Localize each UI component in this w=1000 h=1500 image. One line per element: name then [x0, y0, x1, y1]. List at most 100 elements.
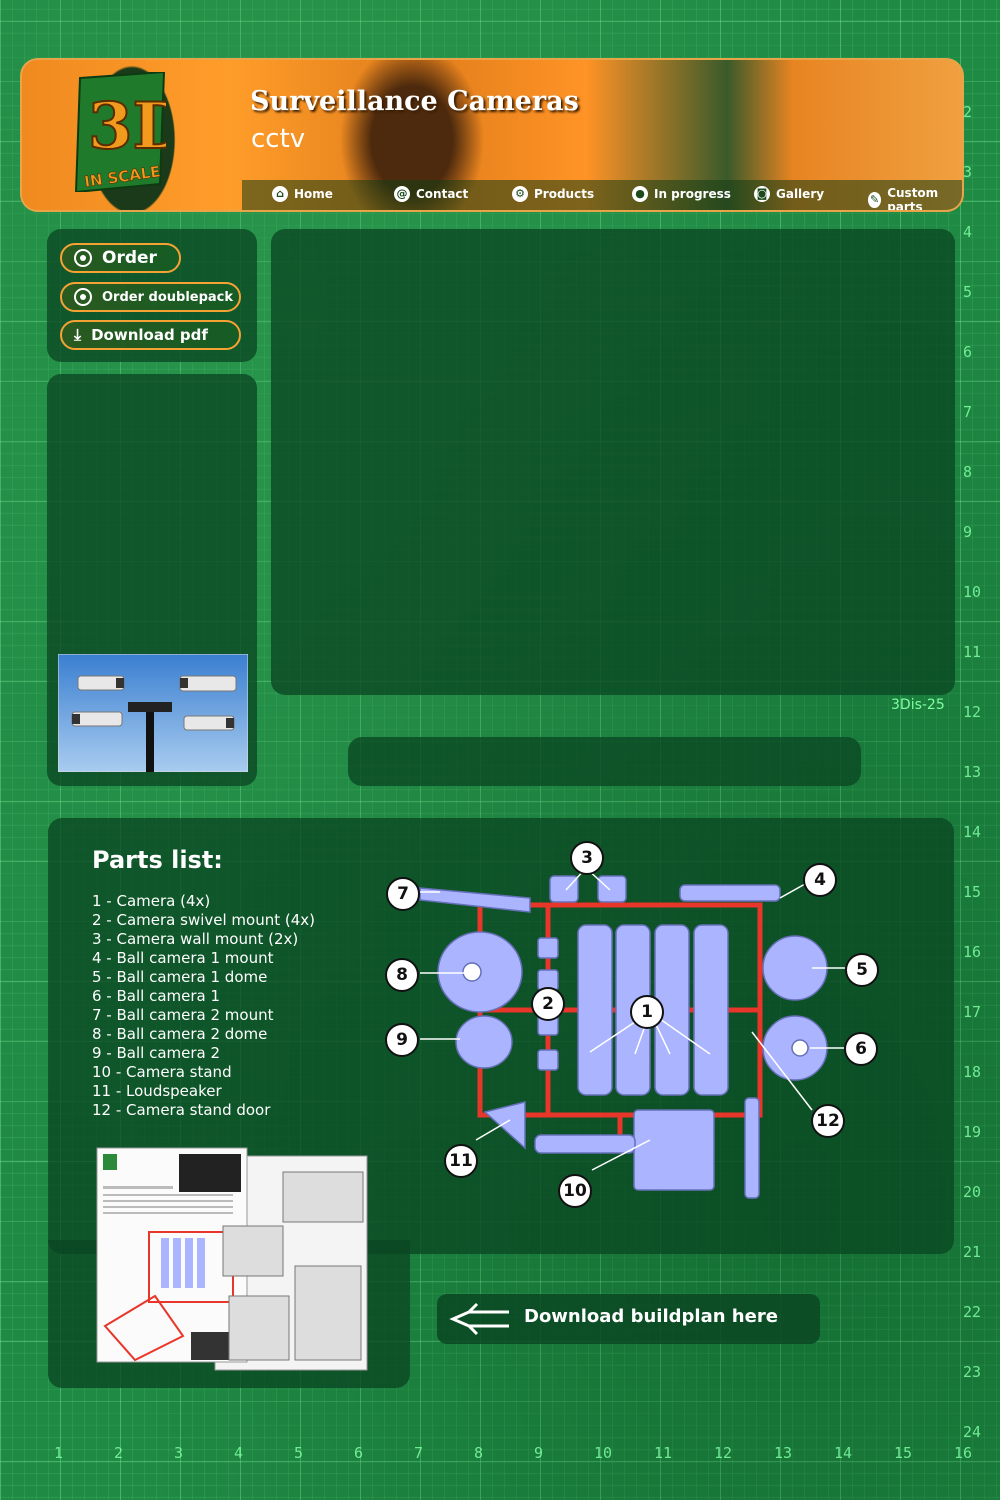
product-code: 3Dis-25: [891, 697, 945, 713]
ruler-bottom-number: 8: [474, 1444, 484, 1462]
ruler-right-number: 17: [963, 1003, 982, 1021]
caption-bar: [348, 737, 861, 786]
nav-products[interactable]: ⚙ Products: [512, 186, 594, 202]
ruler-bottom-number: 7: [414, 1444, 424, 1462]
camera-icon: ◙: [754, 186, 770, 202]
ruler-bottom-number: 3: [174, 1444, 184, 1462]
ruler-bottom-number: 10: [594, 1444, 613, 1462]
ruler-right-number: 8: [963, 463, 973, 481]
callout-10: 10: [558, 1174, 592, 1208]
light-bulb-icon: ●: [632, 186, 648, 202]
callout-3: 3: [570, 841, 604, 875]
wrench-icon: ✎: [868, 192, 882, 208]
download-buildplan-label: Download buildplan here: [524, 1306, 778, 1327]
buildplan-preview-image[interactable]: [95, 1146, 370, 1372]
list-item: 8 - Ball camera 2 dome: [92, 1025, 268, 1043]
ruler-right-number: 9: [963, 523, 973, 541]
download-buildplan-button[interactable]: [437, 1294, 820, 1344]
list-item: 9 - Ball camera 2: [92, 1044, 221, 1062]
list-item: 6 - Ball camera 1: [92, 987, 221, 1005]
header-banner: ⌂ Home @ Contact ⚙ Products ● In progres…: [20, 58, 964, 212]
list-item: 11 - Loudspeaker: [92, 1082, 222, 1100]
page-title: Surveillance Cameras: [250, 86, 579, 117]
ruler-right-number: 24: [963, 1423, 982, 1441]
callout-12: 12: [811, 1104, 845, 1138]
ruler-right-number: 13: [963, 763, 982, 781]
parts-sprue-diagram: [419, 867, 845, 1199]
ruler-right-number: 19: [963, 1123, 982, 1141]
callout-1: 1: [630, 995, 664, 1029]
list-item: 4 - Ball camera 1 mount: [92, 949, 274, 967]
ruler-right-number: 14: [963, 823, 982, 841]
nav-home[interactable]: ⌂ Home: [272, 186, 333, 202]
logo-text-big: 3D: [88, 89, 166, 164]
callout-6: 6: [844, 1032, 878, 1066]
parts-list-title: Parts list:: [92, 846, 223, 874]
nav-custom-parts[interactable]: ✎ Custom parts: [868, 186, 962, 212]
ruler-bottom-number: 5: [294, 1444, 304, 1462]
ruler-bottom-number: 15: [894, 1444, 913, 1462]
nav-contact-label: Contact: [416, 187, 469, 201]
home-icon: ⌂: [272, 186, 288, 202]
ruler-right-number: 6: [963, 343, 973, 361]
nav-home-label: Home: [294, 187, 333, 201]
ruler-right-number: 22: [963, 1303, 982, 1321]
ruler-right-number: 2: [963, 103, 973, 121]
ruler-right-number: 20: [963, 1183, 982, 1201]
sprue-parts: [419, 875, 828, 1199]
ruler-right-number: 11: [963, 643, 982, 661]
at-icon: @: [394, 186, 410, 202]
list-item: 5 - Ball camera 1 dome: [92, 968, 268, 986]
ruler-right-number: 5: [963, 283, 973, 301]
nav-products-label: Products: [534, 187, 595, 201]
order-button[interactable]: Order: [60, 243, 181, 273]
download-pdf-button[interactable]: ⤓ Download pdf: [60, 320, 241, 350]
ruler-bottom-number: 6: [354, 1444, 364, 1462]
callout-4: 4: [803, 863, 837, 897]
nav-custom-parts-label: Custom parts: [887, 186, 939, 212]
nav-gallery[interactable]: ◙ Gallery: [754, 186, 824, 202]
ruler-bottom-number: 1: [54, 1444, 64, 1462]
download-icon: ⤓: [74, 325, 82, 344]
ruler-bottom-number: 4: [234, 1444, 244, 1462]
list-item: 1 - Camera (4x): [92, 892, 211, 910]
ruler-right-number: 16: [963, 943, 982, 961]
target-icon: [74, 249, 92, 267]
ruler-right-number: 15: [963, 883, 982, 901]
callout-2: 2: [531, 987, 565, 1021]
nav-in-progress-label: In progress: [654, 187, 731, 201]
logo-3d-in-scale[interactable]: 3D IN SCALE: [74, 72, 166, 192]
page-subtitle: cctv: [251, 124, 306, 154]
list-item: 2 - Camera swivel mount (4x): [92, 911, 315, 929]
ruler-bottom-number: 13: [774, 1444, 793, 1462]
ruler-right-number: 18: [963, 1063, 982, 1081]
nav-bar: ⌂ Home @ Contact ⚙ Products ● In progres…: [242, 180, 962, 210]
order-button-label: Order: [102, 248, 157, 268]
order-doublepack-button[interactable]: Order doublepack: [60, 282, 241, 312]
target-icon: [74, 288, 92, 306]
ruler-bottom-number: 16: [954, 1444, 973, 1462]
order-doublepack-label: Order doublepack: [102, 289, 234, 305]
arrow-left-icon: [449, 1302, 509, 1336]
main-content-panel: [271, 229, 955, 695]
callout-9: 9: [385, 1023, 419, 1057]
ruler-bottom-number: 2: [114, 1444, 124, 1462]
ruler-right-number: 3: [963, 163, 973, 181]
list-item: 3 - Camera wall mount (2x): [92, 930, 299, 948]
callout-8: 8: [385, 958, 419, 992]
callout-11: 11: [444, 1144, 478, 1178]
download-pdf-label: Download pdf: [91, 326, 208, 344]
ruler-right-number: 4: [963, 223, 973, 241]
ruler-bottom-number: 14: [834, 1444, 853, 1462]
nav-contact[interactable]: @ Contact: [394, 186, 468, 202]
ruler-bottom-number: 9: [534, 1444, 544, 1462]
list-item: 12 - Camera stand door: [92, 1101, 271, 1119]
ruler-right-number: 21: [963, 1243, 982, 1261]
cctv-thumbnail-image[interactable]: [58, 654, 248, 772]
nav-in-progress[interactable]: ● In progress: [632, 186, 731, 202]
ruler-right-number: 12: [963, 703, 982, 721]
list-item: 10 - Camera stand: [92, 1063, 232, 1081]
nav-gallery-label: Gallery: [776, 187, 825, 201]
list-item: 7 - Ball camera 2 mount: [92, 1006, 274, 1024]
ruler-bottom-number: 12: [714, 1444, 733, 1462]
